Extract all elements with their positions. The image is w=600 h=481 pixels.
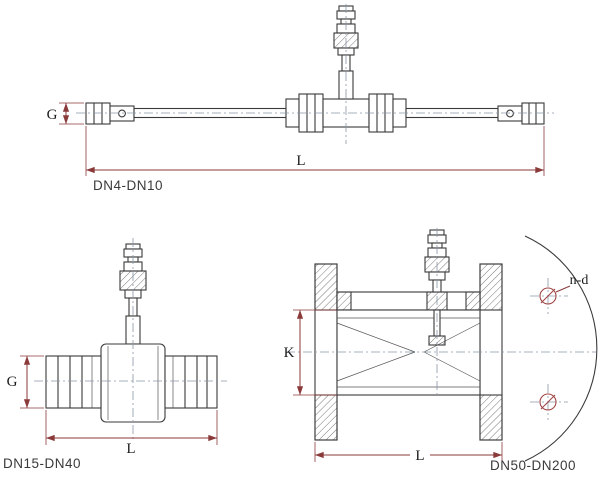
view-label-dn15-dn40: DN15-DN40 <box>3 456 81 471</box>
bolt-hole-symbol-bottom <box>539 393 557 411</box>
top-cover-plate <box>336 291 481 311</box>
right-end-fitting <box>497 102 545 125</box>
centerlines <box>34 238 227 442</box>
top-view-drawing-dn4-dn10: G L DN4-DN10 <box>47 4 554 193</box>
dim-label-l: L <box>126 441 135 457</box>
dim-label-k: K <box>284 345 295 361</box>
dim-label-nd: n-d <box>570 273 589 288</box>
dimension-l: L <box>314 442 503 464</box>
dimension-l: L <box>85 126 545 176</box>
bottom-left-drawing-dn15-dn40: G L DN15-DN40 <box>3 238 227 471</box>
dimension-nd: n-d <box>555 273 589 293</box>
dim-label-l: L <box>415 448 424 464</box>
dimension-l: L <box>45 410 218 457</box>
dimension-g: G <box>7 355 44 409</box>
flow-tube-body <box>336 309 481 396</box>
left-threaded-fitting <box>45 355 102 409</box>
dim-label-g: G <box>47 107 58 123</box>
right-threaded-fitting <box>164 355 218 409</box>
dim-label-g: G <box>7 374 18 390</box>
dim-label-l: L <box>296 153 305 169</box>
bolt-hole-symbol-top <box>539 287 557 305</box>
left-end-fitting <box>85 102 135 125</box>
bottom-right-drawing-dn50-dn200: K L n-d DN50-DN200 <box>284 228 598 473</box>
view-label-dn4-dn10: DN4-DN10 <box>93 178 163 193</box>
centerlines <box>76 4 554 144</box>
dimension-k: K <box>284 309 337 396</box>
view-label-dn50-dn200: DN50-DN200 <box>490 458 576 473</box>
dimension-g: G <box>47 102 84 125</box>
flange-bolt-circle-arc <box>524 235 598 462</box>
